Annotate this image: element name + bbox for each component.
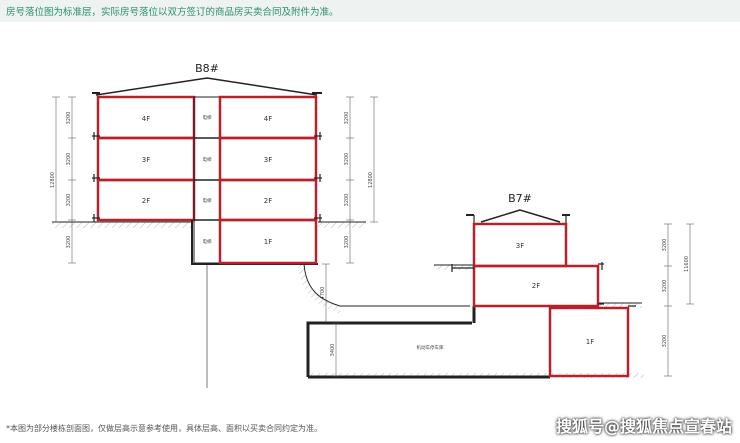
b8-dim-right-total: 12800 — [368, 172, 374, 188]
b8-label-3f-left: 3F — [142, 156, 150, 164]
b8-label-1f: 1F — [264, 238, 272, 246]
b7-dim-1f: 3200 — [662, 335, 668, 348]
b8-dim-left-total: 12800 — [50, 172, 56, 188]
b7-dim-3f: 3200 — [662, 239, 668, 252]
b7-roof — [480, 209, 561, 223]
b8-slope — [303, 263, 470, 307]
bottom-note: *本图为部分楼栋剖面图，仅做层高示意参考使用，具体层高、面积以买卖合同约定为准。 — [6, 424, 322, 433]
watermark: 搜狐号@搜狐焦点宣春站 — [556, 417, 733, 436]
b8-dim-left-2f: 3200 — [66, 194, 72, 207]
top-note: 房号落位图为标准层，实际房号落位以双方签订的商品房买卖合同及附件为准。 — [6, 7, 339, 18]
b8-label-4f-right: 4F — [264, 115, 272, 123]
b7-unit-1f — [548, 306, 630, 378]
b7-building — [306, 209, 694, 379]
b8-dim-left-1f: 3200 — [66, 236, 72, 249]
b8-dim-right-3f: 3200 — [344, 153, 350, 166]
b8-dim-right-2f: 3200 — [344, 194, 350, 207]
b7-label-3f: 3F — [516, 242, 524, 250]
b7-title: B7# — [508, 192, 532, 205]
b8-core-label-3f: 电梯 — [203, 156, 212, 163]
b7-dim-under: 4700 — [320, 287, 326, 300]
b8-title: B8# — [195, 62, 219, 75]
b8-dim-right-1f: 3200 — [344, 236, 350, 249]
b8-unit-1f — [218, 218, 318, 265]
b7-dim-basement: 3400 — [330, 344, 336, 357]
b8-ground-left — [52, 222, 192, 228]
b7-label-1f: 1F — [586, 338, 594, 346]
b8-label-3f-right: 3F — [264, 156, 272, 164]
b7-unit-2f — [472, 264, 600, 308]
b8-dim-right-4f: 3200 — [344, 112, 350, 125]
b8-roof — [95, 77, 318, 96]
b8-dim-left-4f: 3200 — [66, 112, 72, 125]
b8-core-label-4f: 电梯 — [203, 114, 212, 121]
b7-garage — [306, 321, 472, 377]
b7-dim-2f: 3200 — [662, 280, 668, 293]
b8-core-label-2f: 电梯 — [203, 197, 212, 204]
b7-label-2f: 2F — [532, 282, 540, 290]
b8-building — [52, 77, 470, 388]
b8-ground-right — [318, 222, 366, 228]
b8-label-2f-left: 2F — [142, 197, 150, 205]
b8-dim-left-3f: 3200 — [66, 153, 72, 166]
b8-label-4f-left: 4F — [142, 115, 150, 123]
b8-label-2f-right: 2F — [264, 197, 272, 205]
top-notice-bar: 房号落位图为标准层，实际房号落位以双方签订的商品房买卖合同及附件为准。 — [0, 0, 740, 22]
b7-ground-right — [600, 303, 642, 308]
b7-dim-total: 11600 — [684, 256, 690, 272]
b7-garage-label: 机动车停车库 — [417, 344, 444, 351]
b8-core-label-1f: 电梯 — [203, 238, 212, 245]
